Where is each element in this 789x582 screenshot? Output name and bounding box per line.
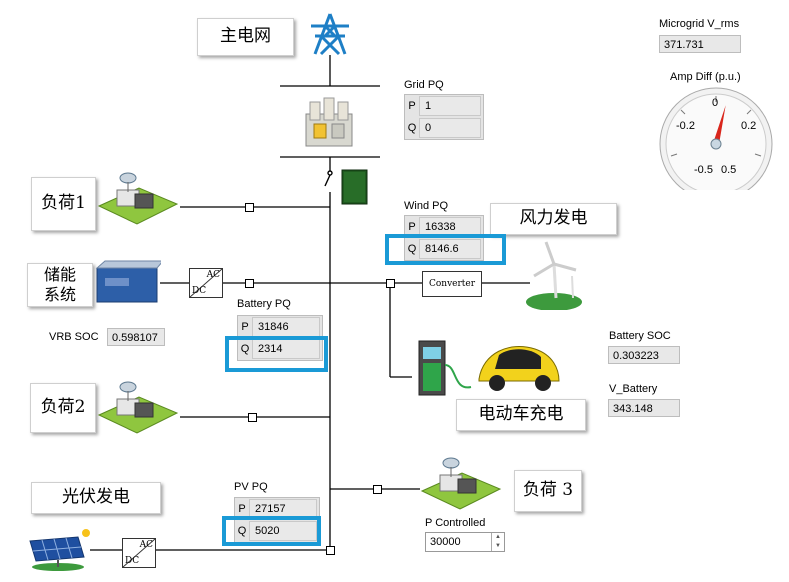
- ev-charge-label: 电动车充电: [456, 399, 586, 431]
- wind-q-highlight: [385, 234, 506, 265]
- pv-pq-title: PV PQ: [234, 481, 268, 493]
- battery-p-value: 31846: [252, 317, 320, 337]
- transformer-icon: [300, 94, 358, 150]
- vrb-soc-value: 0.598107: [107, 328, 165, 346]
- grid-pq-title: Grid PQ: [404, 79, 444, 91]
- battery-icon: [93, 258, 165, 306]
- load2-icon: [95, 377, 179, 435]
- amp-diff-gauge: 0 -0.2 0.2 -0.5 0.5: [657, 86, 775, 201]
- battery-soc-value: 0.303223: [608, 346, 680, 364]
- pv-acdc-converter: AC DC: [122, 538, 156, 568]
- load2-label: 负荷2: [30, 383, 96, 433]
- gauge-needle: [713, 105, 726, 145]
- solar-panel-icon: [26, 527, 92, 571]
- load3-label: 负荷 3: [514, 470, 582, 512]
- stepper-down-icon[interactable]: ▼: [495, 543, 501, 549]
- wind-converter: Converter: [422, 271, 482, 297]
- wind-p-value: 16338: [419, 217, 481, 237]
- load1-label: 负荷1: [31, 177, 96, 231]
- ev-charger-icon: [413, 335, 563, 397]
- battery-q-highlight: [225, 336, 328, 372]
- gauge-tick-02: 0.2: [741, 120, 757, 132]
- vrb-soc-label: VRB SOC: [49, 331, 99, 343]
- p-controlled-value: 30000: [430, 536, 461, 548]
- stepper-up-icon[interactable]: ▲: [495, 534, 501, 540]
- storage-acdc-converter: AC DC: [189, 268, 223, 298]
- p-controlled-label: P Controlled: [425, 517, 486, 529]
- v-battery-label: V_Battery: [609, 383, 658, 395]
- p-controlled-stepper[interactable]: 30000 ▲ ▼: [425, 532, 505, 552]
- battery-soc-label: Battery SOC: [609, 330, 671, 342]
- wind-q-value: 8146.6: [419, 239, 481, 259]
- pv-gen-label: 光伏发电: [31, 482, 161, 514]
- storage-label: 储能 系统: [27, 263, 93, 307]
- v-battery-value: 343.148: [608, 399, 680, 417]
- gauge-tick-05: 0.5: [721, 164, 737, 176]
- storage-node: [245, 279, 254, 288]
- pv-node: [326, 546, 335, 555]
- pv-p-value: 27157: [249, 499, 317, 519]
- load1-node: [245, 203, 254, 212]
- wind-node: [386, 279, 395, 288]
- gauge-tick-0: 0: [712, 97, 719, 109]
- wind-gen-label: 风力发电: [490, 203, 617, 235]
- load3-icon: [418, 453, 504, 511]
- power-tower-icon: [307, 12, 353, 56]
- load2-node: [248, 413, 257, 422]
- load1-icon: [95, 168, 179, 226]
- amp-diff-label: Amp Diff (p.u.): [670, 71, 741, 83]
- load3-node: [373, 485, 382, 494]
- pv-q-highlight: [222, 516, 321, 546]
- gauge-tick-neg02: -0.2: [676, 120, 695, 132]
- grid-p-value: 1: [419, 96, 481, 116]
- main-grid-label: 主电网: [197, 18, 294, 56]
- microgrid-vrms-value: 371.731: [659, 35, 741, 53]
- wind-turbine-icon: [524, 240, 586, 311]
- microgrid-vrms-label: Microgrid V_rms: [659, 18, 740, 30]
- gauge-tick-neg05: -0.5: [694, 164, 713, 176]
- grid-q-value: 0: [419, 118, 481, 138]
- battery-pq-title: Battery PQ: [237, 298, 291, 310]
- wind-pq-title: Wind PQ: [404, 200, 449, 212]
- pv-q-value: 5020: [249, 521, 317, 541]
